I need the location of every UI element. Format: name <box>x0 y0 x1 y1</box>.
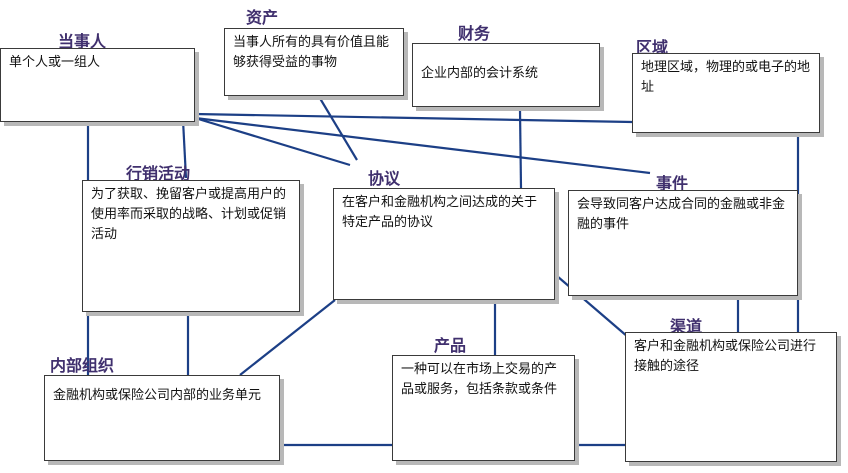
link-asset-agreement <box>317 94 358 161</box>
internal-org-box: 金融机构或保险公司内部的业务单元 <box>44 375 280 461</box>
product-title: 产品 <box>434 336 467 355</box>
link-party-agreement <box>194 116 351 167</box>
marketing-box: 为了获取、挽留客户或提高用户的使用率而采取的战略、计划或促销活动 <box>82 180 300 312</box>
link-agreement-channel <box>549 269 629 338</box>
region-box: 地理区域，物理的或电子的地址 <box>632 53 820 133</box>
asset-title: 资产 <box>246 8 279 27</box>
link-finance-agreement <box>518 109 523 189</box>
channel-title: 渠道 <box>670 317 703 336</box>
event-description: 会导致同客户达成合同的金融或非金融的事件 <box>577 197 786 232</box>
product-box: 一种可以在市场上交易的产品或服务，包括条款或条件 <box>392 355 575 461</box>
region-description: 地理区域，物理的或电子的地址 <box>641 60 811 95</box>
link-party-event <box>194 116 651 175</box>
party-title: 当事人 <box>58 32 107 51</box>
asset-description: 当事人所有的具有价值且能够获得受益的事物 <box>233 35 390 70</box>
link-party-marketing <box>181 119 188 179</box>
event-title: 事件 <box>656 174 689 193</box>
agreement-title: 协议 <box>368 169 401 188</box>
channel-box: 客户和金融机构或保险公司进行接触的途径 <box>625 332 837 462</box>
marketing-description: 为了获取、挽留客户或提高用户的使用率而采取的战略、计划或促销活动 <box>91 187 287 242</box>
region-title: 区域 <box>636 38 669 57</box>
link-party-region <box>194 112 633 124</box>
finance-description: 企业内部的会计系统 <box>421 66 539 81</box>
agreement-box: 在客户和金融机构之间达成的关于特定产品的协议 <box>333 188 555 300</box>
party-description: 单个人或一组人 <box>9 55 101 70</box>
event-box: 会导致同客户达成合同的金融或非金融的事件 <box>568 190 798 296</box>
agreement-description: 在客户和金融机构之间达成的关于特定产品的协议 <box>342 195 538 230</box>
link-agreement-internal <box>239 299 336 376</box>
internal-org-title: 内部组织 <box>50 356 115 375</box>
marketing-title: 行销活动 <box>126 164 191 183</box>
asset-box: 当事人所有的具有价值且能够获得受益的事物 <box>224 28 404 96</box>
channel-description: 客户和金融机构或保险公司进行接触的途径 <box>634 339 817 374</box>
finance-title: 财务 <box>458 24 491 43</box>
product-description: 一种可以在市场上交易的产品或服务，包括条款或条件 <box>401 362 558 397</box>
finance-box: 企业内部的会计系统 <box>412 43 600 107</box>
internal-org-description: 金融机构或保险公司内部的业务单元 <box>53 388 262 403</box>
party-box: 单个人或一组人 <box>0 48 195 122</box>
